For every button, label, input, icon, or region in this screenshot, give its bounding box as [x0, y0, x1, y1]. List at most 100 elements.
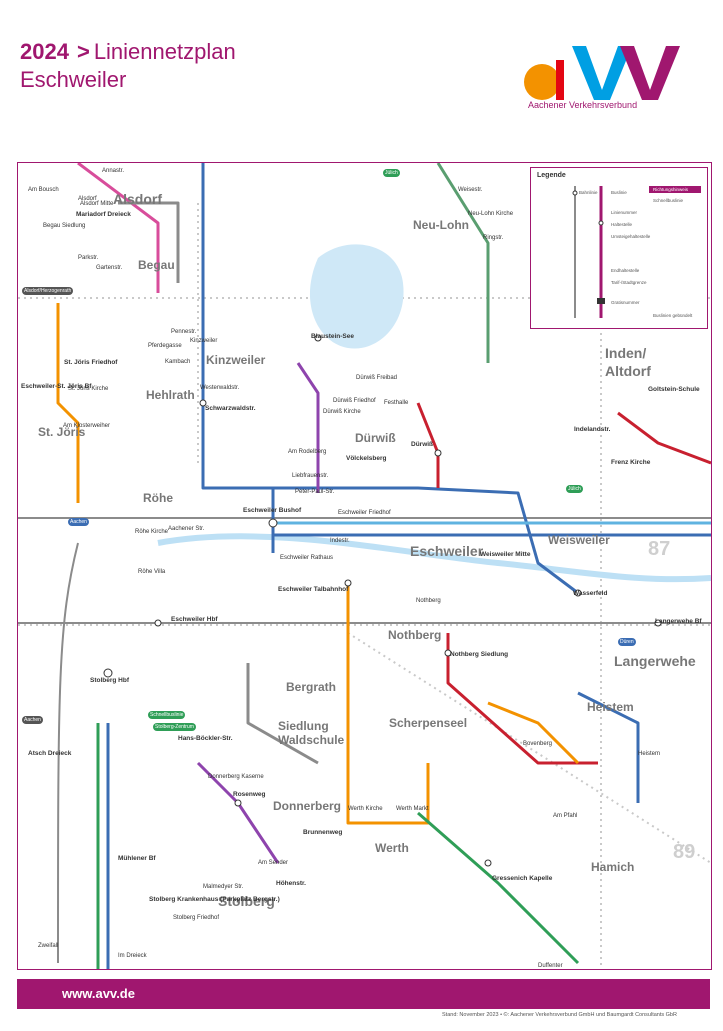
stop-label: Frenz Kirche — [611, 459, 651, 466]
stop-label: Nothberg Siedlung — [450, 651, 509, 658]
logo-a-circle — [524, 64, 560, 100]
town-label-st-joeris: St. Jöris — [38, 425, 86, 439]
tariff-zone-89: 89 — [673, 841, 696, 863]
stop-label: Schwarzwaldstr. — [205, 405, 256, 412]
stop-label: St. Jöris Friedhof — [64, 359, 118, 366]
stop-label: Am Klosterweiher — [63, 423, 111, 429]
stop-label: Aachener Str. — [168, 526, 205, 532]
town-label-heistem: Heistem — [587, 700, 634, 714]
stop-label: Ringstr. — [483, 235, 504, 241]
stop-label: Westerwaldstr. — [200, 385, 240, 391]
map-lines — [18, 163, 711, 969]
town-label-eschweiler: Eschweiler — [410, 543, 484, 559]
stop-label: Eschweiler-St. Jöris Bf — [21, 383, 92, 390]
stop-label: Goltstein-Schule — [648, 386, 700, 393]
stop-label: Werth Markt — [396, 806, 429, 812]
stop-label: Stolberg Hbf — [90, 677, 129, 684]
stop-label: Festhalle — [384, 400, 409, 406]
stop-label: Wasserfeld — [573, 590, 608, 597]
stop-label: Brunnenweg — [303, 829, 343, 836]
stop-label: Stolberg Friedhof — [173, 915, 220, 921]
town-label-bergrath: Bergrath — [286, 680, 337, 694]
town-label-hehlrath: Hehlrath — [146, 388, 195, 402]
stop-label: Am Sender — [258, 860, 289, 866]
town-label-kinzweiler: Kinzweiler — [206, 353, 266, 367]
stop-label: Alsdorf Mitte — [80, 201, 114, 207]
rail-lines — [18, 517, 711, 964]
stop-label: Eschweiler Hbf — [171, 616, 218, 623]
stop-label: Zweifall — [38, 943, 59, 949]
town-label-roehe: Röhe — [143, 491, 173, 505]
town-label-donnerberg: Donnerberg — [273, 799, 342, 813]
stop-label: Am Rodelberg — [288, 449, 327, 455]
stop-label: Höhenstr. — [276, 880, 306, 887]
stop-label: Völckelsberg — [346, 455, 387, 462]
direction-tag-alsdorf-herzogenrath: Alsdorf/Herzogenrath — [22, 287, 74, 295]
stop-label: Annastr. — [102, 168, 125, 174]
title-year: 2024 — [20, 39, 69, 64]
legend-item: Gratisnummer — [611, 300, 640, 305]
stop-label: Dürwiß Freibad — [356, 375, 398, 381]
logo-a-stem — [556, 60, 564, 100]
page-title: Liniennetzplan — [93, 39, 236, 64]
city-title: Eschweiler — [20, 67, 127, 92]
stop-label: Heistem — [638, 751, 661, 757]
legend-item: Endhaltestelle — [611, 268, 640, 273]
town-label-waldschule: Waldschule — [278, 733, 345, 747]
stop-label: St. Jöris Kirche — [68, 386, 109, 392]
legend-item: Tarif-/Stadtgrenze — [611, 280, 647, 285]
stop-label: Röhe Kirche — [135, 529, 169, 535]
legend-item: Bahnlinie — [579, 190, 598, 195]
town-label-stolberg: Stolberg — [218, 893, 275, 909]
direction-tag-aachen-2: Aachen — [22, 716, 43, 724]
stop-label: Alsdorf — [78, 196, 97, 202]
logo-subtitle: Aachener Verkehrsverbund — [528, 100, 638, 110]
legend-item: Linienummer — [611, 210, 638, 215]
logo-v1 — [572, 46, 632, 100]
stop-label: Indelandstr. — [574, 426, 611, 433]
inde-river — [157, 533, 711, 583]
town-label-werth: Werth — [375, 841, 409, 855]
town-label-siedlung: Siedlung — [278, 719, 329, 733]
avv-logo — [524, 46, 680, 100]
town-label-scherpenseel: Scherpenseel — [389, 716, 468, 730]
legend-item: Haltestelle — [611, 222, 633, 227]
stop-label: Dürwiß Friedhof — [333, 398, 376, 404]
direction-tag-schnellbus: Schnellbuslinie — [148, 711, 186, 719]
stop-label: Kinzweiler — [190, 338, 218, 344]
stop-label: Im Dreieck — [118, 953, 147, 959]
stop-label: Nothberg — [416, 598, 441, 604]
stop-markers — [103, 334, 662, 867]
footer-website-link[interactable]: www.avv.de — [62, 986, 135, 1001]
stop-label: Hans-Böckler-Str. — [178, 735, 233, 742]
stop-label: Blaustein-See — [311, 333, 354, 340]
town-label-inden: Inden/ — [605, 345, 647, 361]
town-label-weisweiler: Weisweiler — [548, 533, 610, 547]
legend-box: Legende Bahnlinie Buslinie Richtungshinw… — [530, 167, 708, 329]
town-label-nothberg: Nothberg — [388, 628, 442, 642]
stop-label: Kambach — [165, 359, 191, 365]
stop-label: Weisestr. — [458, 187, 483, 193]
stop-label: Am Pfahl — [553, 813, 578, 819]
town-label-neu-lohn: Neu-Lohn — [413, 218, 469, 232]
legend-title: Legende — [537, 172, 566, 179]
stop-label: Begau Siedlung — [43, 223, 86, 229]
stop-label: Peter-Paul-Str. — [295, 489, 335, 495]
footer-credit: Stand: November 2023 • ©: Aachener Verke… — [442, 1012, 677, 1018]
stop-label: Pennestr. — [171, 329, 197, 335]
stop-label: Indestr. — [330, 538, 350, 544]
stop-label: Werth Kirche — [348, 806, 383, 812]
network-map[interactable]: Alsdorf Begau Neu-Lohn Kinzweiler Hehlra… — [17, 162, 712, 970]
legend-item: Richtungshinweis — [653, 187, 689, 192]
town-label-begau: Begau — [138, 258, 175, 272]
title-line: 2024>Liniennetzplan — [20, 38, 236, 66]
stop-label: Duffenter — [538, 963, 563, 969]
stop-label: Neu-Lohn Kirche — [468, 211, 514, 217]
stop-label: Am Bousch — [28, 187, 59, 193]
direction-tag-juelich-2: Jülich — [566, 485, 583, 493]
legend-item: Umsteigehaltestelle — [611, 234, 651, 239]
stop-label: Mariadorf Dreieck — [76, 211, 131, 218]
stop-label: Pferdegasse — [148, 343, 182, 349]
legend-swatches — [572, 186, 701, 318]
stop-label: Eschweiler Talbahnhof — [278, 586, 349, 593]
